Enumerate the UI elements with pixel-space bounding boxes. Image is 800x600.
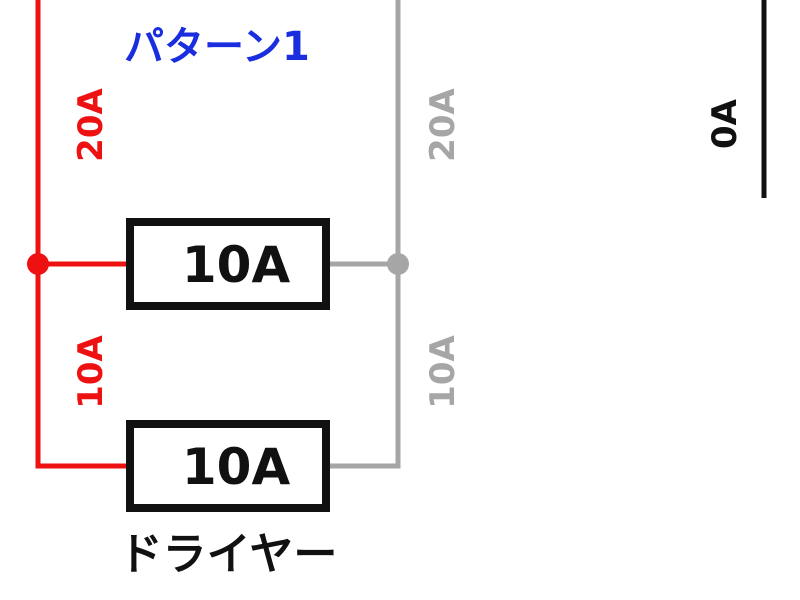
right-wire-upper-current: 20A bbox=[423, 88, 463, 162]
load-1-current-label: 10A bbox=[182, 236, 291, 294]
right-wire bbox=[326, 0, 401, 469]
load-box-1 bbox=[126, 218, 330, 310]
pattern-title: パターン1 bbox=[124, 24, 310, 70]
left-wire bbox=[35, 0, 130, 469]
left-wire-upper-current: 20A bbox=[71, 88, 111, 162]
right-wire-lower-current: 10A bbox=[423, 335, 463, 409]
device-label: ドライヤー bbox=[119, 529, 338, 580]
load-2-current-label: 10A bbox=[182, 438, 291, 496]
other-circuit-current: 0A bbox=[705, 98, 745, 149]
right-junction-node bbox=[387, 253, 409, 275]
load-box-2 bbox=[126, 420, 330, 512]
left-wire-lower-current: 10A bbox=[71, 335, 111, 409]
left-junction-node bbox=[27, 253, 49, 275]
